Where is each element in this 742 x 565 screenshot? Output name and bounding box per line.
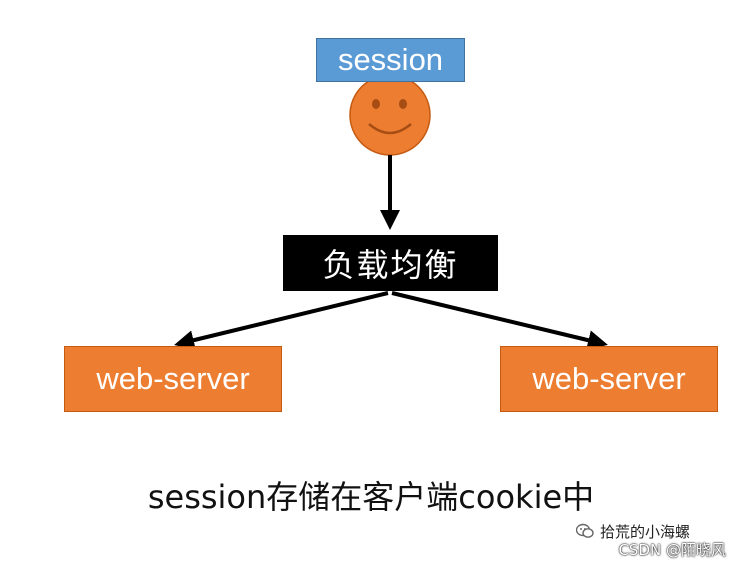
web-server-left-label: web-server	[96, 361, 250, 396]
wechat-icon	[576, 523, 594, 538]
session-label: session	[337, 42, 444, 77]
smiley-face-icon	[349, 74, 431, 156]
arrow-lb-to-right-server	[391, 291, 608, 350]
watermark-account: 拾荒的小海螺	[600, 523, 691, 541]
load-balancer-label: 负载均衡	[322, 246, 459, 284]
web-server-node-right: web-server	[500, 346, 718, 412]
web-server-node-left: web-server	[64, 346, 282, 412]
session-node: session	[316, 38, 465, 82]
arrow-lb-to-left-server	[174, 291, 389, 350]
load-balancer-node: 负载均衡	[283, 235, 498, 291]
web-server-right-label: web-server	[532, 361, 686, 396]
diagram-caption: session存储在客户端cookie中	[147, 478, 595, 516]
watermark-credit: CSDN @陌晓风	[618, 541, 726, 559]
